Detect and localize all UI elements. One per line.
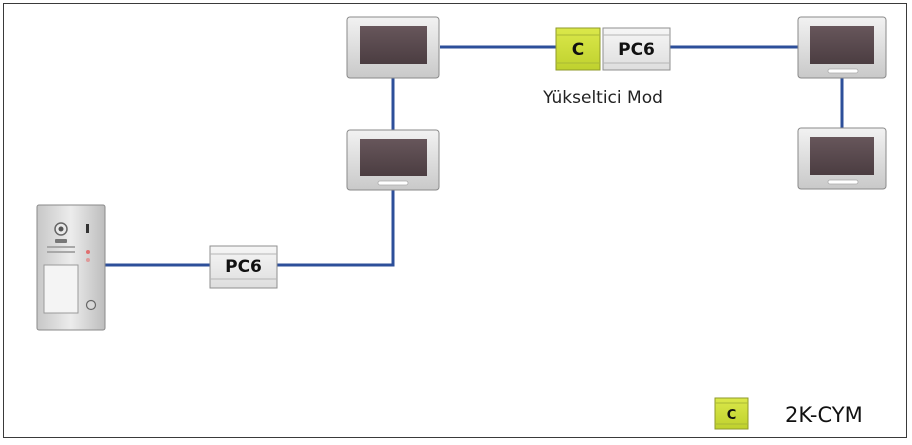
name-card bbox=[43, 264, 79, 314]
monitor-1 bbox=[346, 16, 440, 79]
door-panel bbox=[36, 204, 106, 331]
diagram-frame bbox=[3, 3, 907, 438]
amplifier-mode-caption: Yükseltici Mod bbox=[542, 88, 663, 108]
c-module-label: C bbox=[572, 40, 584, 60]
pc6-label-lower: PC6 bbox=[225, 257, 262, 277]
monitor-2 bbox=[346, 129, 440, 191]
pc6-module-upper: PC6 bbox=[602, 27, 671, 71]
legend-text: 2K-CYM bbox=[785, 403, 863, 427]
monitor-3 bbox=[797, 16, 887, 79]
call-button-icon bbox=[85, 299, 97, 311]
monitor-4 bbox=[797, 127, 887, 190]
legend-c-symbol-label: C bbox=[727, 408, 737, 423]
pc6-label-upper: PC6 bbox=[618, 40, 655, 60]
c-module: C bbox=[555, 27, 601, 71]
status-led-icon bbox=[86, 250, 90, 254]
bus-wires bbox=[105, 45, 844, 267]
pc6-module-lower: PC6 bbox=[209, 245, 278, 289]
wire-pc6-to-monitor2 bbox=[277, 190, 395, 267]
speaker-grille bbox=[55, 239, 67, 243]
legend: C 2K-CYM bbox=[714, 397, 863, 430]
